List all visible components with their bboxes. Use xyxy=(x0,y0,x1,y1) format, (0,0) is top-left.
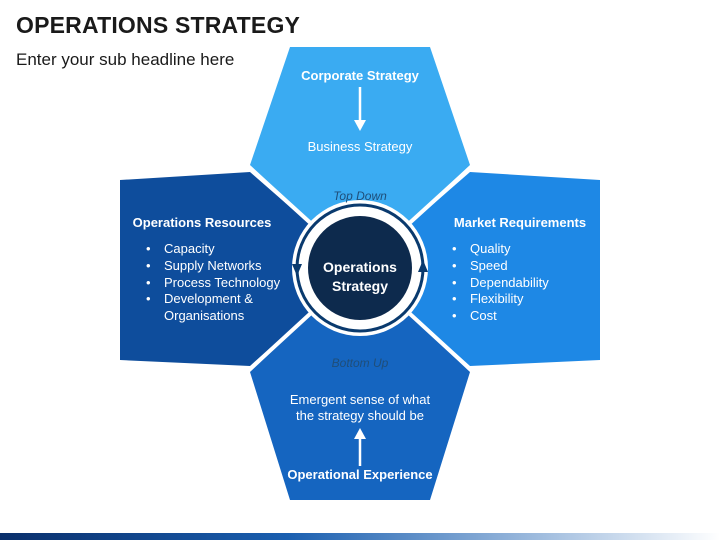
list-item: Development & Organisations xyxy=(142,291,292,325)
bottom-panel-heading: Operational Experience xyxy=(287,467,433,482)
slide-subtitle: Enter your sub headline here xyxy=(16,50,235,69)
list-item: Speed xyxy=(448,258,578,275)
left-panel-heading: Operations Resources xyxy=(132,215,272,230)
top-down-label: Top Down xyxy=(333,189,387,203)
bottom-panel-text: Emergent sense of what the strategy shou… xyxy=(289,392,431,423)
list-item: Capacity xyxy=(142,241,292,258)
list-item: Supply Networks xyxy=(142,258,292,275)
bottom-panel xyxy=(250,268,470,500)
list-item: Quality xyxy=(448,241,578,258)
right-panel-heading: Market Requirements xyxy=(453,215,587,230)
slide-title: OPERATIONS STRATEGY xyxy=(16,12,301,38)
list-item: Cost xyxy=(448,308,578,325)
top-panel-heading: Corporate Strategy xyxy=(301,68,419,83)
arrow-down-icon xyxy=(354,87,366,131)
right-panel-list: Quality Speed Dependability Flexibility … xyxy=(448,241,578,325)
top-panel-text: Business Strategy xyxy=(307,139,413,154)
left-panel-list: Capacity Supply Networks Process Technol… xyxy=(142,241,292,325)
cycle-arrowhead-right-icon xyxy=(418,260,428,272)
cycle-arrowhead-left-icon xyxy=(292,264,302,276)
list-item: Process Technology xyxy=(142,275,292,292)
footer-gradient-bar xyxy=(0,533,720,540)
top-panel xyxy=(250,47,470,268)
bottom-up-label: Bottom Up xyxy=(331,356,389,370)
center-label: Operations Strategy xyxy=(323,259,397,294)
center-circle xyxy=(308,216,412,320)
list-item: Flexibility xyxy=(448,291,578,308)
list-item: Dependability xyxy=(448,275,578,292)
arrow-up-icon xyxy=(354,428,366,466)
